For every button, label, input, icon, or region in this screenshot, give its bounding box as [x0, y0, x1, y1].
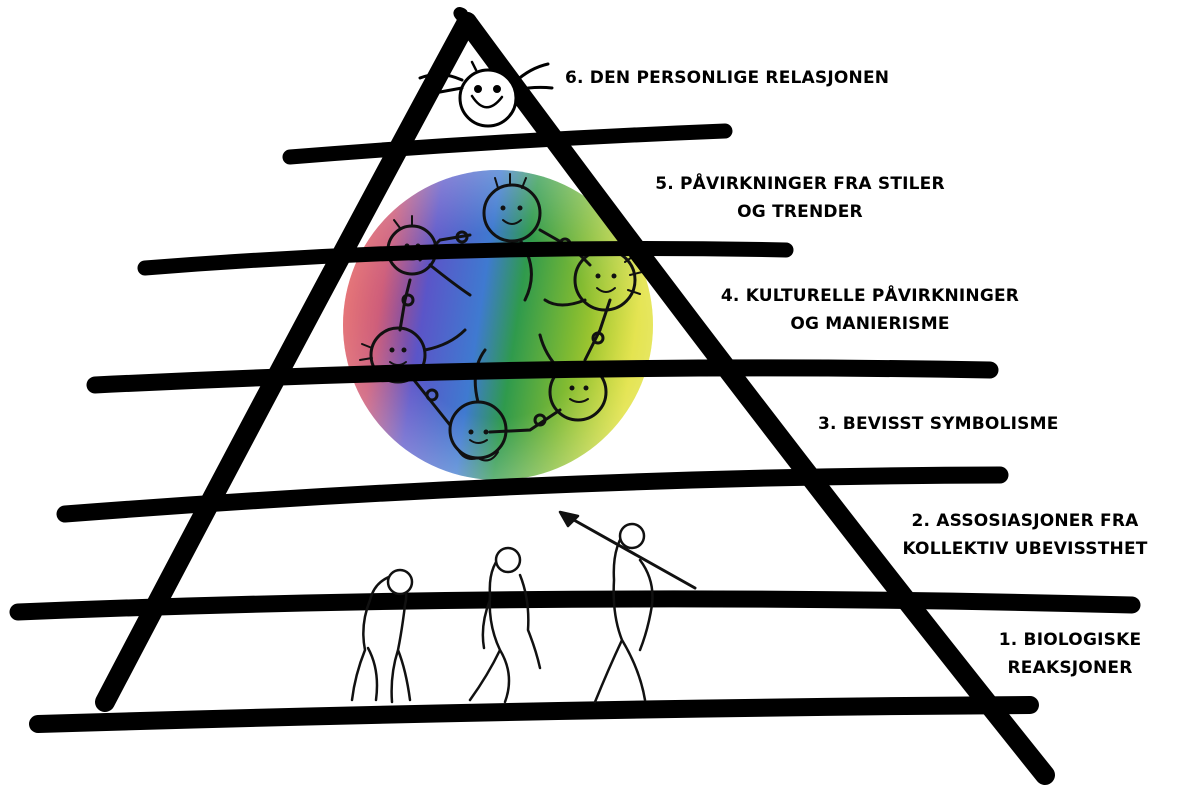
level-1-line-2: REAKSJONER [985, 654, 1155, 682]
level-3-line-1: 3. BEVISST SYMBOLISME [818, 410, 1059, 438]
level-line-1 [38, 705, 1030, 724]
level-4-line-1: 4. KULTURELLE PÅVIRKNINGER [705, 282, 1035, 310]
level-5-label: 5. PÅVIRKNINGER FRA STILER OG TRENDER [640, 170, 960, 226]
level-line-6 [290, 131, 725, 157]
level-4-label: 4. KULTURELLE PÅVIRKNINGER OG MANIERISME [705, 282, 1035, 338]
level-5-line-1: 5. PÅVIRKNINGER FRA STILER [640, 170, 960, 198]
level-4-line-2: OG MANIERISME [705, 310, 1035, 338]
level-6-label: 6. DEN PERSONLIGE RELASJONEN [565, 64, 889, 92]
level-line-2 [18, 599, 1132, 612]
level-2-line-1: 2. ASSOSIASJONER FRA [880, 507, 1170, 535]
level-1-label: 1. BIOLOGISKE REAKSJONER [985, 626, 1155, 682]
level-2-label: 2. ASSOSIASJONER FRA KOLLEKTIV UBEVISSTH… [880, 507, 1170, 563]
level-1-line-1: 1. BIOLOGISKE [985, 626, 1155, 654]
level-6-line-1: 6. DEN PERSONLIGE RELASJONEN [565, 64, 889, 92]
level-2-line-2: KOLLEKTIV UBEVISSTHET [880, 535, 1170, 563]
level-3-label: 3. BEVISST SYMBOLISME [818, 410, 1059, 438]
level-5-line-2: OG TRENDER [640, 198, 960, 226]
pyramid-top-curl [459, 13, 467, 22]
